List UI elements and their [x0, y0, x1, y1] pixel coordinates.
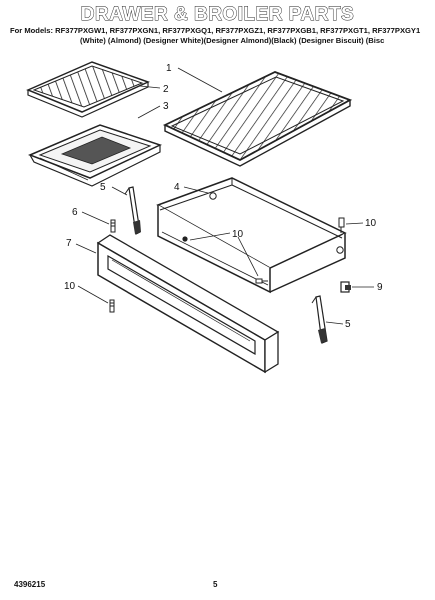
callout-5-lower: 5 — [345, 319, 351, 330]
callout-10-center: 10 — [232, 229, 244, 240]
callout-6: 6 — [72, 207, 78, 218]
screw-10-right — [338, 217, 345, 233]
drawer-body — [156, 177, 347, 294]
model-list: For Models: RF377PXGW1, RF377PXGN1, RF37… — [10, 26, 421, 35]
callout-3: 3 — [163, 101, 169, 112]
part-number: 4396215 — [14, 580, 46, 589]
page-number: 5 — [213, 580, 218, 589]
drawer-slide-upper — [124, 186, 141, 235]
callout-10-left: 10 — [64, 281, 76, 292]
screw-10-center — [255, 278, 268, 284]
leader-lines — [75, 67, 374, 325]
oven-rack — [162, 71, 353, 167]
callout-5-upper: 5 — [100, 182, 106, 193]
bracket-9 — [340, 281, 351, 293]
screw-10-left — [109, 299, 115, 313]
broiler-pan — [28, 124, 163, 187]
color-list: (White) (Almond) (Designer White)(Design… — [80, 36, 385, 45]
callout-4: 4 — [174, 182, 180, 193]
callout-9: 9 — [377, 282, 383, 293]
drawer-front-panel — [96, 234, 280, 374]
screw-6 — [110, 219, 116, 233]
broiler-grid — [26, 61, 150, 118]
drawer-slide-lower — [311, 295, 328, 344]
page-title: DRAWER & BROILER PARTS — [80, 4, 355, 26]
callout-10-right: 10 — [365, 218, 377, 229]
callout-1: 1 — [166, 63, 172, 74]
callout-7: 7 — [66, 238, 72, 249]
callout-2: 2 — [163, 84, 169, 95]
